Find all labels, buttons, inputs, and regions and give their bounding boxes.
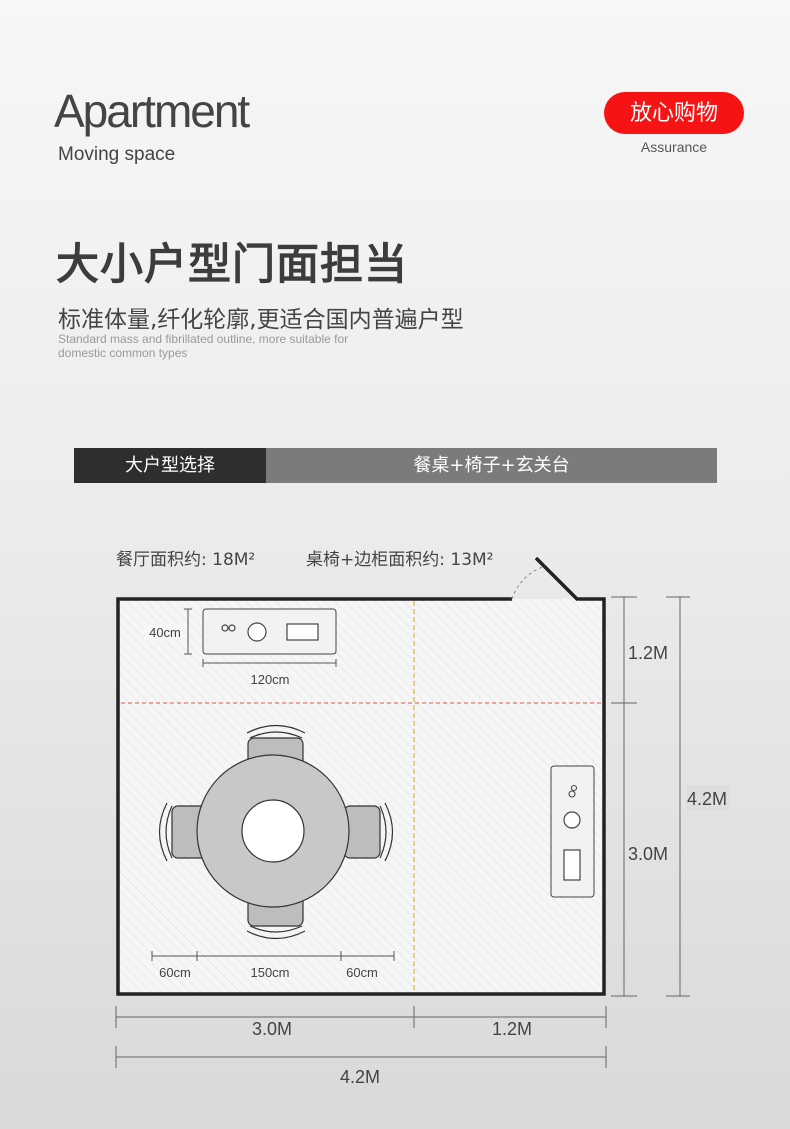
tab-bar: 大户型选择 餐桌+椅子+玄关台 bbox=[74, 448, 717, 483]
dim-table-width: 150cm bbox=[250, 965, 289, 980]
dim-width-right: 1.2M bbox=[492, 1019, 532, 1039]
furniture-area-label: 桌椅+边柜面积约: 13M² bbox=[306, 550, 494, 570]
room-wall bbox=[116, 597, 606, 996]
circle-icon bbox=[247, 622, 267, 642]
dim-height-top: 1.2M bbox=[628, 643, 668, 663]
page-subline: 标准体量,纤化轮廓,更适合国内普遍户型 bbox=[58, 307, 464, 333]
dim-width-left: 3.0M bbox=[252, 1019, 292, 1039]
dim-chair-gap-left: 60cm bbox=[159, 965, 191, 980]
brand-subtitle: Moving space bbox=[58, 144, 176, 165]
tab-large-type[interactable]: 大户型选择 bbox=[74, 448, 266, 483]
badge-subtitle: Assurance bbox=[640, 139, 708, 155]
rectangle-icon bbox=[286, 623, 319, 641]
door-swing-arc bbox=[511, 565, 546, 600]
dim-height-bottom: 3.0M bbox=[628, 844, 668, 864]
infinity-icon bbox=[221, 624, 236, 632]
brand-title: Apartment bbox=[54, 85, 250, 137]
tab-furniture-set[interactable]: 餐桌+椅子+玄关台 bbox=[266, 448, 717, 483]
room-floor bbox=[118, 599, 604, 994]
rectangle-icon bbox=[563, 849, 581, 881]
lazy-susan bbox=[241, 799, 305, 863]
vase-icon bbox=[568, 784, 578, 798]
door-leaf bbox=[534, 556, 580, 602]
dim-width-total: 4.2M bbox=[340, 1067, 380, 1087]
dim-height-total: 4.2M bbox=[687, 789, 727, 809]
dining-area-label: 餐厅面积约: 18M² bbox=[116, 550, 256, 570]
assurance-badge: 放心购物 bbox=[604, 92, 744, 134]
dim-chair-gap-right: 60cm bbox=[346, 965, 378, 980]
side-cabinet bbox=[550, 765, 595, 898]
page-headline: 大小户型门面担当 bbox=[56, 240, 408, 290]
dim-console-depth: 40cm bbox=[149, 625, 181, 640]
circle-icon bbox=[563, 811, 581, 829]
console-table bbox=[202, 608, 337, 655]
english-description: Standard mass and fibrillated outline, m… bbox=[58, 332, 349, 360]
dim-console-width: 120cm bbox=[250, 672, 289, 687]
